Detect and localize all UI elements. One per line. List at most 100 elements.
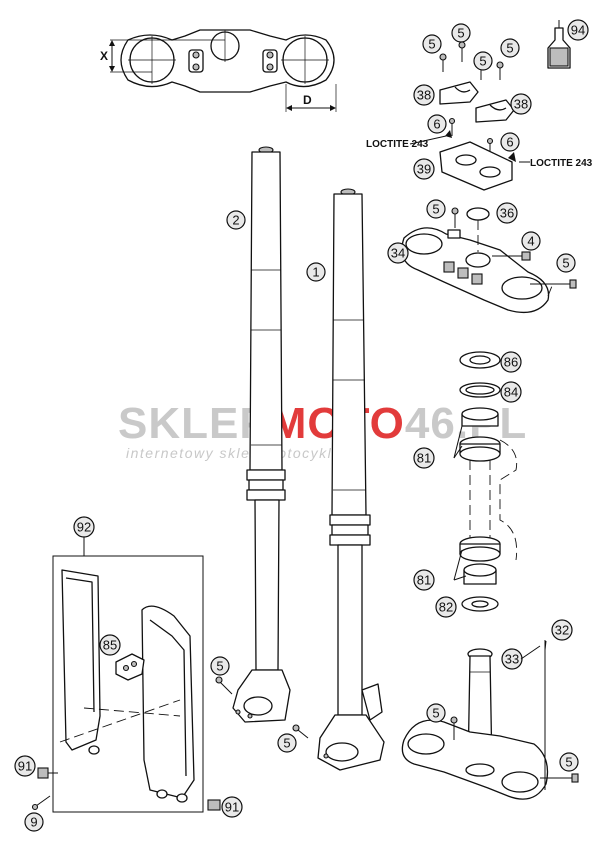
svg-text:5: 5 [216, 659, 223, 674]
svg-text:94: 94 [571, 23, 585, 38]
handlebar-clamp-right [475, 99, 515, 123]
steering-bearings [459, 351, 518, 612]
bolt-clamp-side [530, 279, 577, 297]
svg-text:5: 5 [506, 41, 513, 56]
watermark-tagline: internetowy sklep motocyklowy [126, 445, 362, 461]
bolt-top-2 [458, 41, 466, 62]
leader-lines [83, 135, 547, 651]
callout-84: 84 [500, 381, 522, 403]
fork-leg-1 [317, 188, 385, 771]
callout-38-right: 38 [510, 93, 532, 115]
svg-text:9: 9 [30, 815, 37, 830]
bolt-6-left [445, 117, 456, 138]
upper-triple-clamp-34 [401, 227, 550, 314]
fork-leg-2 [232, 146, 291, 723]
callout-92: 92 [73, 516, 95, 538]
callout-5-lower-clamp: 5 [426, 703, 446, 723]
callout-86: 86 [500, 351, 522, 373]
callout-38-left: 38 [413, 84, 435, 106]
callout-81-lower: 81 [413, 569, 435, 591]
svg-text:5: 5 [562, 256, 569, 271]
svg-text:84: 84 [504, 385, 518, 400]
callout-5-top-b: 5 [451, 23, 471, 43]
dimension-x-label: X [100, 49, 108, 63]
svg-text:91: 91 [18, 759, 32, 774]
svg-text:91: 91 [225, 800, 239, 815]
callout-5-top-c: 5 [473, 51, 493, 71]
svg-text:86: 86 [504, 355, 518, 370]
screw-5-fork-right [292, 724, 309, 739]
callout-85: 85 [99, 634, 121, 656]
callout-2: 2 [226, 210, 246, 230]
screw-91-right [207, 799, 221, 811]
svg-text:82: 82 [439, 600, 453, 615]
callout-5-clamp: 5 [426, 199, 446, 219]
callout-81-upper: 81 [413, 447, 435, 469]
svg-text:85: 85 [103, 638, 117, 653]
callout-5-side: 5 [556, 253, 576, 273]
bolt-top-1 [439, 53, 447, 72]
callout-1: 1 [306, 262, 326, 282]
bolt-4 [492, 251, 531, 261]
callout-9: 9 [24, 812, 44, 832]
svg-text:5: 5 [428, 37, 435, 52]
callout-36: 36 [496, 202, 518, 224]
callout-82: 82 [435, 596, 457, 618]
callout-94: 94 [567, 19, 589, 41]
loctite-label-left: LOCTITE 243 [366, 139, 429, 150]
callout-91-left: 91 [14, 755, 36, 777]
svg-text:5: 5 [565, 755, 572, 770]
loctite-label-right: LOCTITE 243 [530, 158, 593, 169]
svg-text:38: 38 [417, 88, 431, 103]
callout-5-top-a: 5 [422, 34, 442, 54]
svg-text:6: 6 [433, 117, 440, 132]
svg-text:38: 38 [514, 97, 528, 112]
fork-guard-group [52, 555, 204, 813]
callout-33: 33 [501, 648, 523, 670]
loctite-tube-94 [547, 20, 571, 69]
callout-5-lower-side: 5 [559, 752, 579, 772]
svg-text:33: 33 [505, 652, 519, 667]
callout-5-top-d: 5 [500, 38, 520, 58]
svg-text:32: 32 [555, 623, 569, 638]
top-nut-36 [466, 207, 490, 252]
svg-text:5: 5 [479, 54, 486, 69]
callout-6-left: 6 [427, 114, 447, 134]
svg-text:39: 39 [417, 162, 431, 177]
svg-text:6: 6 [506, 135, 513, 150]
callout-5-fork-left: 5 [210, 656, 230, 676]
lower-triple-clamp [401, 640, 579, 800]
svg-text:36: 36 [500, 206, 514, 221]
handlebar-holder-39 [439, 141, 513, 191]
svg-text:5: 5 [432, 706, 439, 721]
callout-5-fork-right: 5 [277, 733, 297, 753]
svg-text:92: 92 [77, 520, 91, 535]
watermark-part-sklep: SKLEP [118, 399, 270, 448]
bolt-top-4 [496, 61, 504, 80]
callout-39: 39 [413, 158, 435, 180]
handlebar-clamp-left [439, 81, 479, 105]
callout-34: 34 [387, 242, 409, 264]
svg-text:4: 4 [527, 234, 534, 249]
svg-text:81: 81 [417, 573, 431, 588]
svg-text:5: 5 [432, 202, 439, 217]
svg-text:5: 5 [457, 26, 464, 41]
screw-5-fork-left [215, 676, 233, 695]
screw-91-left [37, 767, 58, 779]
svg-text:5: 5 [283, 736, 290, 751]
svg-text:2: 2 [232, 213, 239, 228]
watermark-part-46: 46 [405, 399, 456, 448]
callout-4: 4 [521, 231, 541, 251]
svg-text:34: 34 [391, 246, 405, 261]
callout-32: 32 [551, 619, 573, 641]
top-clamp-dimension-view: X D [100, 29, 337, 112]
dimension-d-label: D [303, 93, 312, 107]
callout-6-right: 6 [500, 132, 520, 152]
svg-text:81: 81 [417, 451, 431, 466]
upper-clamp-assembly [401, 20, 577, 314]
svg-text:1: 1 [312, 265, 319, 280]
bolt-6-right [486, 137, 516, 162]
screw-9 [31, 795, 51, 811]
callout-91-right: 91 [221, 796, 243, 818]
